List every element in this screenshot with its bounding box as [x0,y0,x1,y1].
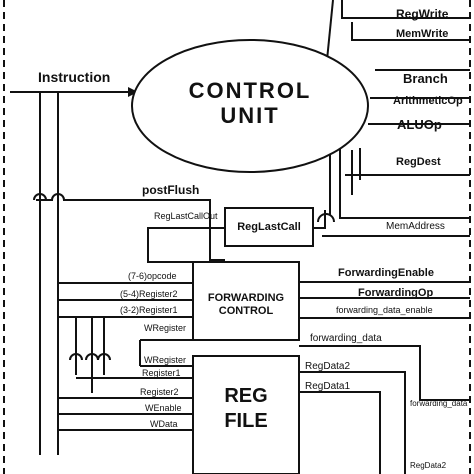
reg-last-call-to-cu [313,210,326,229]
reg-hop-arc-1 [69,353,83,361]
reg-write-line [341,0,470,19]
control-unit-title: CONTROL UNIT [170,78,330,129]
reg-last-call-out-line [147,227,225,263]
label-reg-data1: RegData1 [305,381,351,392]
label-alu-op: ALUOp [397,117,442,132]
mem-write-line [351,22,470,41]
label-forwarding-enable: ForwardingEnable [338,267,434,279]
reg-data2-line [299,371,406,474]
label-wenable: WEnable [145,403,182,413]
label-forwarding-data-right: forwarding_data [410,399,468,408]
label-wdata: WData [150,419,178,429]
label-reg-data2: RegData2 [305,361,351,372]
label-wregister-fc: WRegister [144,323,187,333]
label-post-flush: postFlush [142,183,200,197]
label-wregister-rf: WRegister [144,355,187,365]
label-register1-bits: (3-2)Register1 [120,305,178,315]
label-forwarding-data: forwarding_data [310,333,382,344]
label-opcode: (7-6)opcode [128,271,177,281]
label-reg-write: RegWrite [396,7,449,21]
post-flush-line [36,193,225,261]
reg-file-line1: REG [224,385,268,407]
label-forwarding-data-enable: forwarding_data_enable [336,305,433,315]
control-unit-line1: CONTROL [188,78,312,103]
reg-file-title: REG FILE [193,384,299,434]
label-mem-address: MemAddress [386,221,445,232]
reg-data1-line [299,391,381,474]
label-regdata2-cut: RegData2 [410,461,447,470]
forwarding-data-line [299,345,470,401]
label-reg-dest: RegDest [396,156,441,168]
post-flush-hop [33,193,47,201]
label-register1: Register1 [142,368,181,378]
label-instruction: Instruction [38,69,111,85]
reg-hop-arc-3 [97,353,111,361]
instruction-arrow [128,87,138,97]
mem-address-loop [317,213,335,223]
cu-down-2 [339,140,470,219]
label-branch: Branch [403,71,448,86]
forwarding-control-line2: CONTROL [218,304,274,317]
label-mem-write: MemWrite [396,28,449,40]
forwarding-control-box [192,261,300,341]
forwarding-control-title: FORWARDING CONTROL [193,292,299,317]
label-register2: Register2 [140,387,179,397]
label-reg-last-call-out: RegLastCallOut [154,211,218,221]
reg-file-line2: FILE [224,410,268,432]
forwarding-control-line1: FORWARDING [207,292,285,304]
control-unit-line2: UNIT [220,103,280,129]
label-register2-bits: (5-4)Register2 [120,289,178,299]
label-forwarding-op: ForwardingOp [358,287,434,299]
reg-last-call-title: RegLastCall [237,221,301,233]
control-unit-shape [131,39,369,173]
label-arithmetic-op: ArithmeticOp [393,95,463,107]
